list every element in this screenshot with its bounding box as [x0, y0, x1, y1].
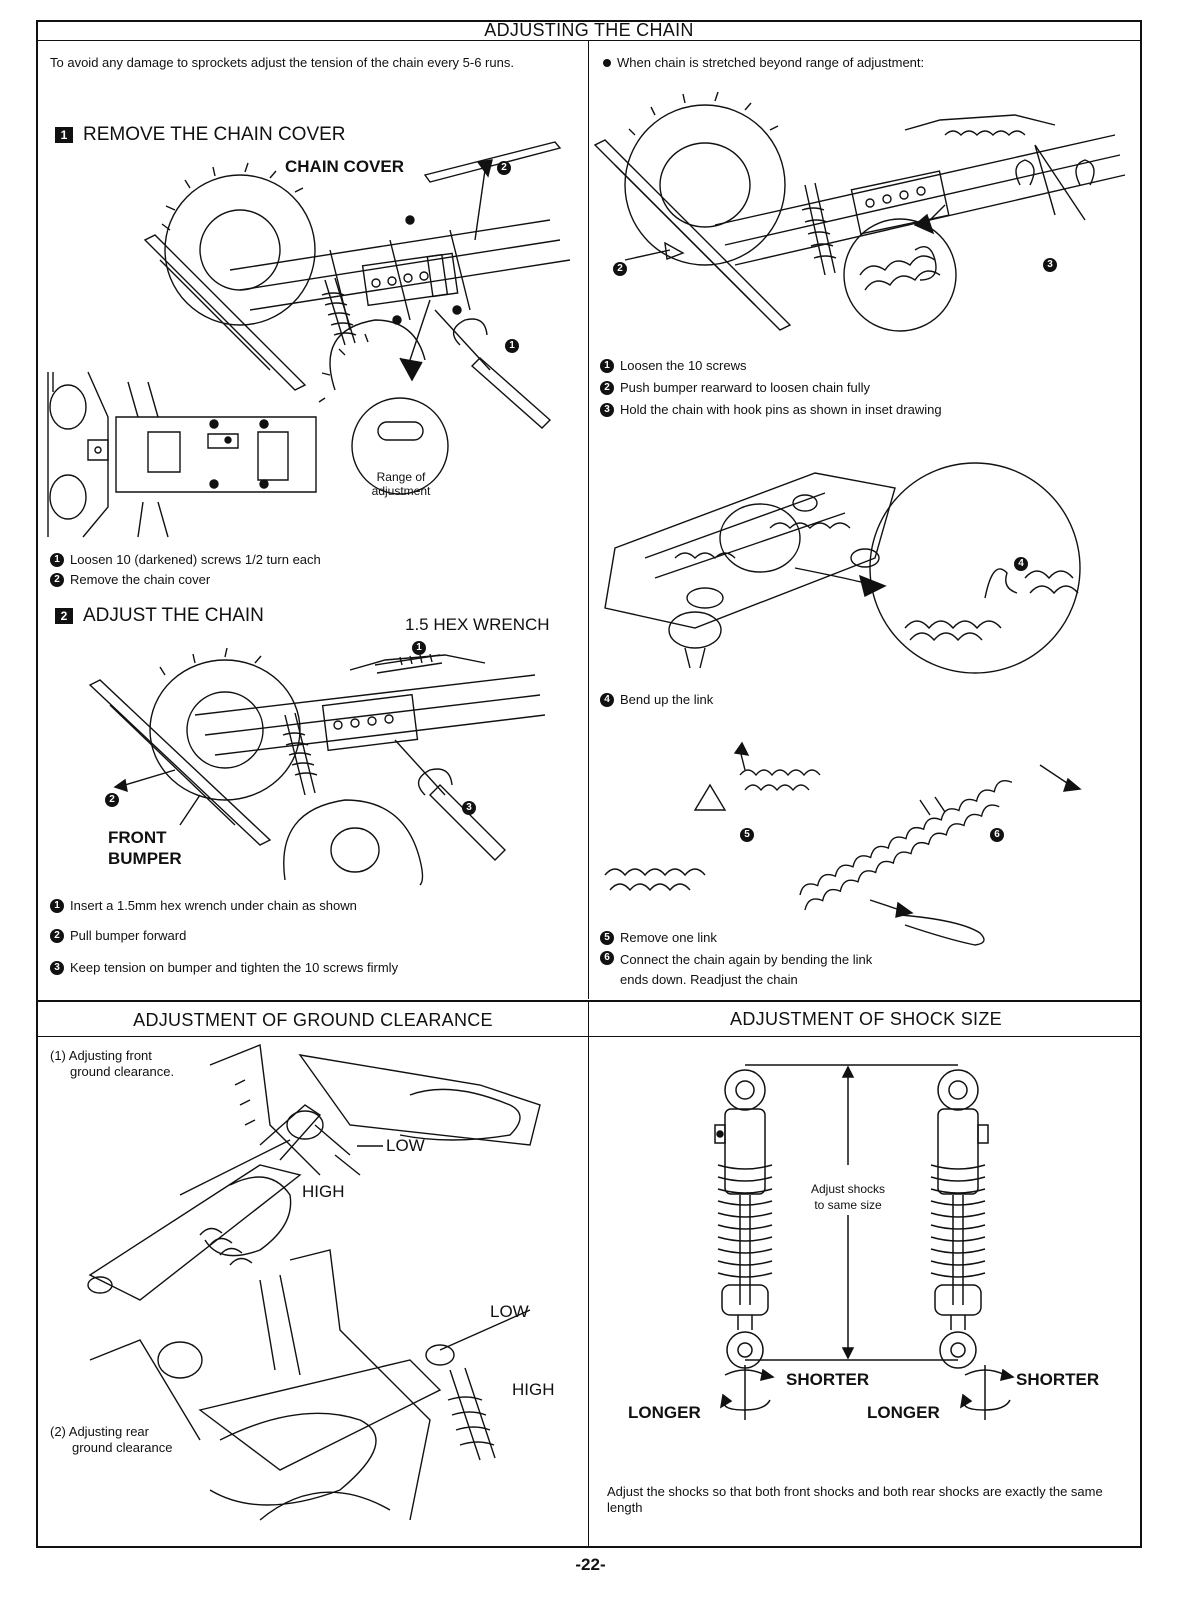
right-note-3-text: Hold the chain with hook pins as shown i… — [620, 402, 942, 417]
remove-link-bullet: 5 — [740, 828, 754, 842]
right-longer-label: LONGER — [867, 1403, 940, 1422]
right-note-5: 5 Remove one link — [600, 930, 717, 946]
left-rotation-arrows — [715, 1365, 775, 1420]
bullet-r5: 5 — [600, 931, 614, 945]
front-clearance-illustration — [60, 1045, 580, 1325]
callout-bullet-1: 1 — [505, 339, 519, 353]
front-clearance-label-2: ground clearance. — [70, 1064, 175, 1079]
shock-center-label-2: to same size — [814, 1198, 882, 1212]
range-of-adjustment-label: Range of adjustment — [371, 470, 431, 498]
left-shorter-label: SHORTER — [786, 1370, 870, 1389]
bullet-r1: 1 — [600, 359, 614, 373]
step1-number: 1 — [55, 127, 73, 143]
step2-note-2-text: Pull bumper forward — [70, 928, 187, 943]
chain-links-illustration — [600, 735, 1120, 955]
step2-title: ADJUST THE CHAIN — [83, 605, 264, 626]
front-low-label: LOW — [386, 1136, 425, 1155]
right-note-1: 1 Loosen the 10 screws — [600, 358, 746, 374]
right-note-1-text: Loosen the 10 screws — [620, 358, 747, 373]
step2-number: 2 — [55, 608, 73, 624]
header-rule — [36, 40, 1142, 41]
step2-note-2: 2 Pull bumper forward — [50, 928, 186, 944]
bullet-2b: 2 — [50, 929, 64, 943]
step2-note-3: 3 Keep tension on bumper and tighten the… — [50, 960, 398, 976]
bend-link-bullet: 4 — [1014, 557, 1028, 571]
right-note-4-text: Bend up the link — [620, 692, 714, 707]
bullet-r3: 3 — [600, 403, 614, 417]
chassis-illustration-2 — [85, 645, 555, 885]
right-note-6: 6 Connect the chain again by bending the… — [600, 950, 900, 990]
shock-pair-illustration — [700, 1065, 1020, 1415]
page-title: ADJUSTING THE CHAIN — [484, 20, 694, 40]
bullet-1: 1 — [50, 553, 64, 567]
ground-clearance-title: ADJUSTMENT OF GROUND CLEARANCE — [133, 1010, 493, 1030]
rear-clearance-label-1: (2) Adjusting rear — [50, 1424, 149, 1439]
connect-chain-bullet: 6 — [990, 828, 1004, 842]
rear-high-label: HIGH — [512, 1380, 555, 1399]
stretched-dot — [603, 59, 611, 67]
underbody-inset-illustration — [48, 372, 323, 537]
right-note-6-text: Connect the chain again by bending the l… — [620, 952, 873, 987]
step2-note-1-text: Insert a 1.5mm hex wrench under chain as… — [70, 898, 357, 913]
lower-header-rule — [36, 1036, 1142, 1037]
bullet-1b: 1 — [50, 899, 64, 913]
callout-bullet-2: 2 — [497, 161, 511, 175]
step1-heading: 1 REMOVE THE CHAIN COVER — [55, 124, 346, 146]
front-low-arrow — [355, 1140, 385, 1152]
hex-wrench-bullet: 1 — [412, 641, 426, 655]
step2-note-1: 1 Insert a 1.5mm hex wrench under chain … — [50, 898, 357, 914]
right-rotation-arrows — [955, 1365, 1015, 1420]
chain-cover-label: CHAIN COVER — [285, 157, 405, 176]
rear-clearance-illustration — [60, 1240, 560, 1540]
bullet-3b: 3 — [50, 961, 64, 975]
bottom-column-divider — [588, 1002, 589, 1548]
left-longer-label: LONGER — [628, 1403, 701, 1422]
shock-caption: Adjust the shocks so that both front sho… — [607, 1484, 1103, 1515]
front-bumper-label-line2: BUMPER — [108, 849, 182, 868]
page-number: -22- — [575, 1555, 606, 1574]
step1-note-1-text: Loosen 10 (darkened) screws 1/2 turn eac… — [70, 552, 321, 567]
step2-note-3-text: Keep tension on bumper and tighten the 1… — [70, 960, 399, 975]
bullet-r6: 6 — [600, 951, 614, 965]
step1-note-2: 2 Remove the chain cover — [50, 572, 210, 588]
right-note-5-text: Remove one link — [620, 930, 717, 945]
right-note-4: 4 Bend up the link — [600, 692, 713, 708]
stretched-chain-text: When chain is stretched beyond range of … — [617, 55, 925, 70]
rear-low-label: LOW — [490, 1302, 529, 1321]
right-note-2: 2 Push bumper rearward to loosen chain f… — [600, 380, 870, 396]
bullet-r4: 4 — [600, 693, 614, 707]
bullet-r2: 2 — [600, 381, 614, 395]
hex-wrench-label: 1.5 HEX WRENCH — [405, 615, 550, 634]
bumper-bullet-2: 2 — [105, 793, 119, 807]
step1-title: REMOVE THE CHAIN COVER — [83, 124, 346, 145]
chassis-illustration-1 — [130, 130, 580, 440]
step2-heading: 2 ADJUST THE CHAIN — [55, 605, 264, 627]
right-note-3: 3 Hold the chain with hook pins as shown… — [600, 402, 942, 418]
screw-bullet-3: 3 — [462, 801, 476, 815]
front-bumper-label-line1: FRONT — [108, 828, 167, 847]
rear-clearance-label-2: ground clearance — [72, 1440, 173, 1455]
stretched-chain-note: When chain is stretched beyond range of … — [603, 55, 924, 71]
shock-center-label-1: Adjust shocks — [810, 1182, 886, 1196]
front-high-label: HIGH — [302, 1182, 345, 1201]
step1-note-1: 1 Loosen 10 (darkened) screws 1/2 turn e… — [50, 552, 321, 568]
chain-hook-illustration — [595, 458, 1135, 698]
hook-pins-bullet: 3 — [1043, 258, 1057, 272]
section-divider — [36, 1000, 1142, 1002]
push-bumper-bullet: 2 — [613, 262, 627, 276]
top-column-divider — [588, 41, 589, 999]
chassis-illustration-3 — [595, 75, 1135, 350]
right-shorter-label: SHORTER — [1016, 1370, 1100, 1389]
page-frame — [36, 20, 1142, 1548]
range-of-adjustment-detail — [350, 396, 460, 506]
bullet-2: 2 — [50, 573, 64, 587]
shock-size-title: ADJUSTMENT OF SHOCK SIZE — [730, 1009, 1002, 1029]
right-note-2-text: Push bumper rearward to loosen chain ful… — [620, 380, 871, 395]
intro-text: To avoid any damage to sprockets adjust … — [50, 55, 514, 70]
front-clearance-label-1: (1) Adjusting front — [50, 1048, 152, 1063]
step1-note-2-text: Remove the chain cover — [70, 572, 211, 587]
